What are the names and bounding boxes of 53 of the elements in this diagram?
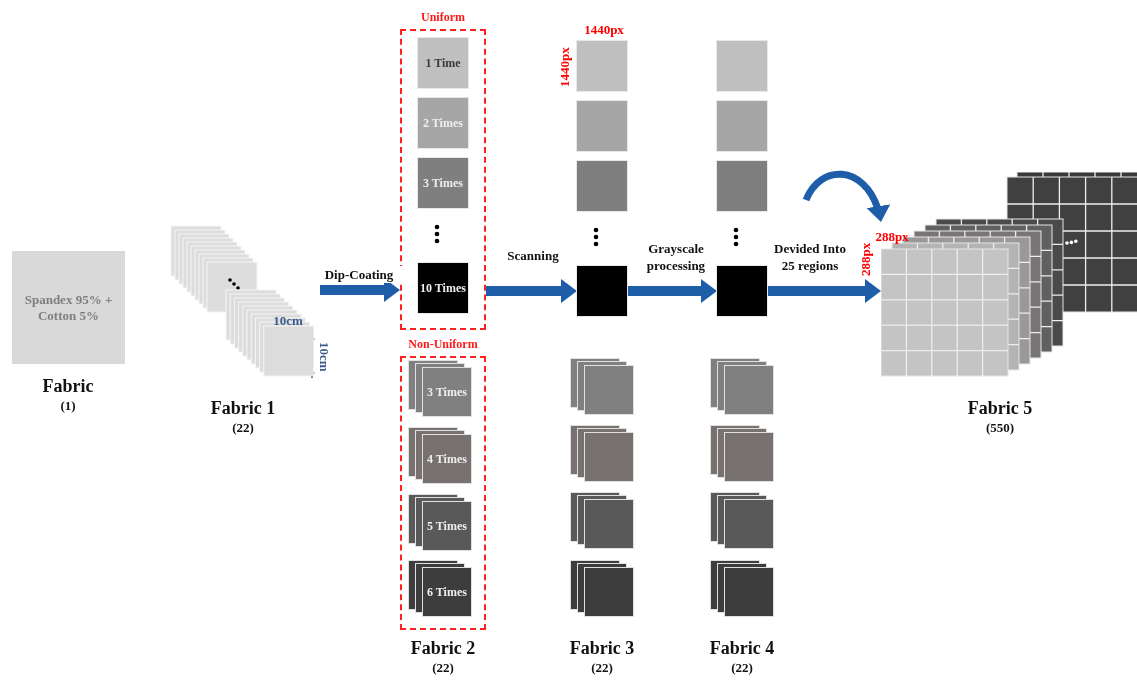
sample-square: [577, 101, 627, 151]
sample-square: [717, 161, 767, 211]
sample-stack: [408, 427, 472, 484]
sample-stack: [710, 425, 774, 482]
sample-square: [717, 41, 767, 91]
sample-square: 1 Time: [418, 38, 468, 88]
arrow: [767, 279, 881, 303]
count-label: 6 Times: [426, 583, 468, 601]
dimension-label: 10cm: [316, 341, 332, 374]
group-heading: Non-Uniform: [407, 337, 479, 352]
sample-count: (22): [431, 660, 455, 676]
sample-square: [717, 266, 767, 316]
sample-stack: [570, 358, 634, 415]
sample-stack: [570, 492, 634, 549]
curved-arrow: [802, 170, 889, 223]
dimension-label: 288px: [874, 229, 910, 245]
sample-square: 3 Times: [418, 158, 468, 208]
dimension-label: 1440px: [583, 22, 625, 38]
node-label: Fabric 1: [209, 398, 277, 419]
sample-count: (22): [231, 420, 255, 436]
arrow: [627, 279, 717, 303]
sample-square: [717, 101, 767, 151]
sample-stack: [570, 560, 634, 617]
sample-stack: [570, 425, 634, 482]
count-label: 4 Times: [426, 450, 468, 468]
sample-stack: [408, 494, 472, 551]
node-label: Fabric 5: [966, 398, 1034, 419]
dimension-label: 10cm: [272, 313, 304, 329]
sample-square: [577, 266, 627, 316]
sample-count: (1): [59, 398, 77, 414]
sample-count: (22): [730, 660, 754, 676]
caption: Fabric 3: [568, 638, 636, 659]
sample-stack: [408, 560, 472, 617]
arrow: [486, 279, 577, 303]
dimension-label: 1440px: [557, 46, 573, 90]
count-label: 5 Times: [426, 517, 468, 535]
dimension-label: 288px: [858, 244, 874, 276]
sample-stack: [710, 358, 774, 415]
sample-square: [577, 41, 627, 91]
sample-square: 10 Times: [418, 263, 468, 313]
sample-stack: [710, 492, 774, 549]
caption: Fabric 2: [409, 638, 477, 659]
fabric-swatch: Spandex 95% + Cotton 5%: [12, 251, 125, 364]
caption: Fabric 4: [708, 638, 776, 659]
sample-count: (550): [984, 420, 1016, 436]
sample-count: (22): [590, 660, 614, 676]
count-label: 3 Times: [426, 383, 468, 401]
sample-stack: [710, 560, 774, 617]
node-label: Fabric: [41, 376, 95, 397]
sample-square: [577, 161, 627, 211]
sample-square: 2 Times: [418, 98, 468, 148]
sample-stack: [408, 360, 472, 417]
group-heading: Uniform: [420, 10, 466, 25]
